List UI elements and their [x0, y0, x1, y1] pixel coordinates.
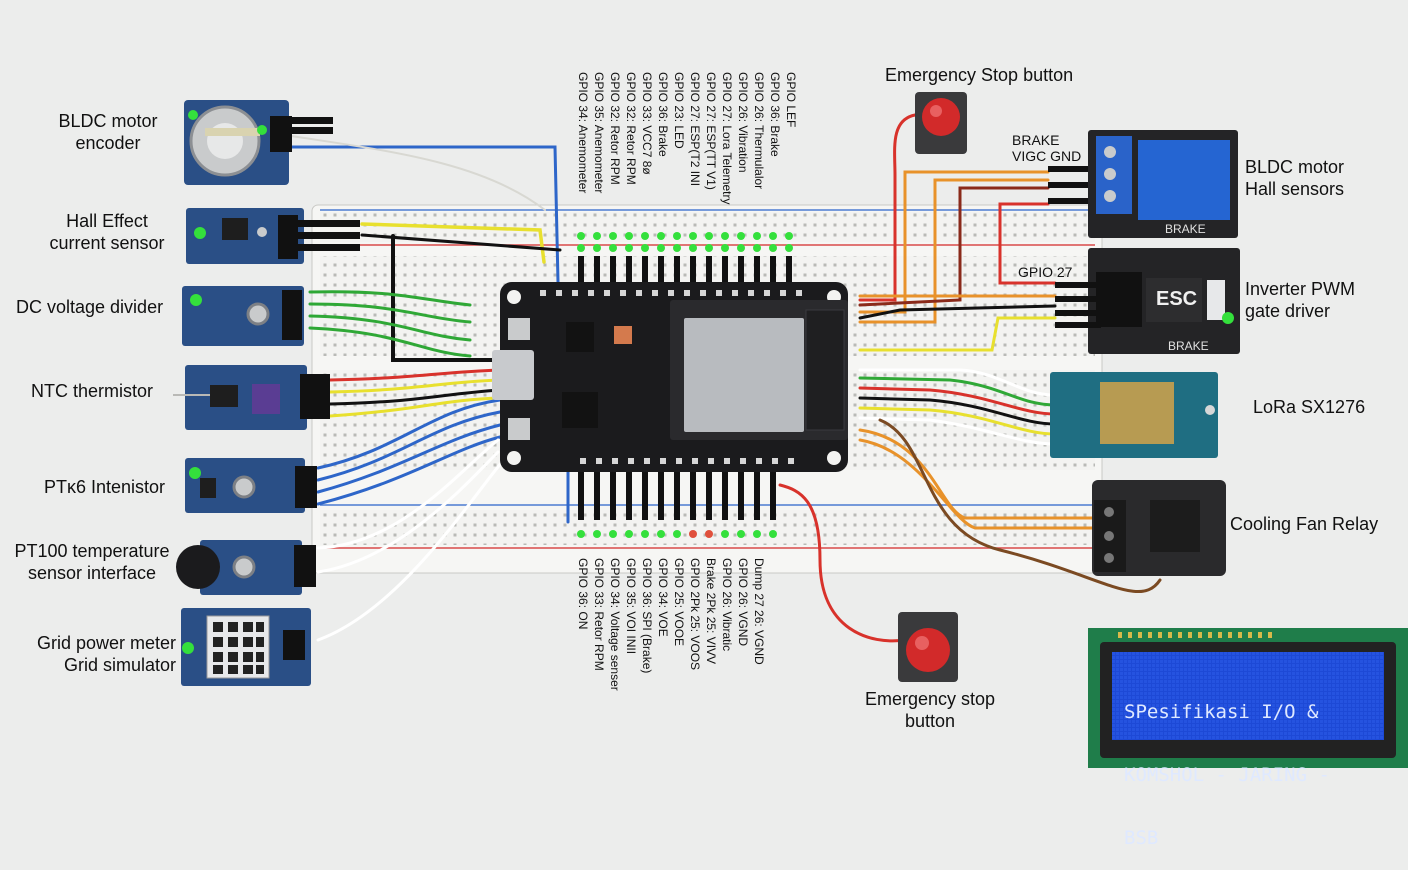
- bottom-pin-label: GPIO 36: SPI (Brake): [640, 558, 654, 674]
- driver-header: GPIO 27: [1018, 264, 1073, 280]
- driver-footer: BRAKE: [1168, 339, 1209, 353]
- label-emergency-stop-top: Emergency Stop button: [885, 65, 1074, 85]
- top-pin-label: GPIO 36: Brake: [768, 72, 782, 157]
- bottom-pin-label: GPIO 35: VOI INII: [624, 558, 638, 655]
- label-grid-power-meter: Grid power meter Grid simulator: [36, 633, 176, 675]
- esc-driver-module: [1055, 248, 1240, 354]
- top-pin-label: GPIO 26: Thermulalor: [752, 72, 766, 190]
- bottom-pin-label: GPIO 34: VOE: [656, 558, 670, 637]
- lcd-line: BSB: [1124, 827, 1159, 849]
- relay-header-brake: BRAKE: [1012, 132, 1060, 148]
- label-pt100-interface: PT100 temperature sensor interface: [14, 541, 170, 583]
- top-pin-label: GPIO 27: Lora Telemetry: [720, 72, 734, 205]
- esp32-board: [492, 282, 848, 472]
- top-pin-label: GPIO LEF: [784, 72, 798, 128]
- top-pin-label: GPIO 27: ESP(TT V1): [704, 72, 718, 190]
- emergency-stop-button-bottom: [898, 612, 958, 682]
- top-pin-headers: [578, 256, 792, 282]
- label-bldc-hall-sensors: BLDC motor Hall sensors: [1245, 157, 1345, 199]
- relay-module: [1048, 130, 1238, 238]
- label-dc-voltage-divider: DC voltage divider: [16, 297, 164, 317]
- lcd-line: KOMSHOL - JARING -: [1124, 764, 1330, 786]
- lcd-screen-text: SPesifikasi I/O & KOMSHOL - JARING - BSB: [1124, 660, 1384, 870]
- lcd-display: [1088, 628, 1408, 768]
- bottom-pin-label: GPIO 33: Retor RPM: [592, 558, 606, 671]
- cooling-fan-relay: [1092, 480, 1226, 576]
- dc-voltage-divider-module: [182, 286, 304, 346]
- label-pt-intenistor: PTĸ6 Intenistor: [44, 477, 166, 497]
- top-pin-label: GPIO 27: ESP(T2 INI: [688, 72, 702, 187]
- wiring-diagram: BLDC motor encoder Hall Effect current s…: [14, 65, 1408, 849]
- bottom-status-leds: [577, 530, 777, 538]
- esc-label: ESC: [1156, 288, 1198, 310]
- bottom-pin-label: GPIO 34: Voltage senser: [608, 558, 622, 691]
- grid-power-meter-module: [181, 608, 311, 686]
- relay-header-vigc-gnd: VIGC GND: [1012, 148, 1082, 164]
- right-wires: [858, 113, 1162, 594]
- relay-footer: BRAKE: [1165, 222, 1206, 236]
- hall-current-sensor-module: [186, 208, 360, 264]
- bottom-pin-label: GPIO 36: ON: [576, 558, 590, 630]
- top-pin-label: GPIO 32: Retor RPM: [608, 72, 622, 185]
- bottom-pin-headers: [578, 472, 776, 520]
- label-inverter-pwm: Inverter PWM gate driver: [1245, 279, 1356, 321]
- label-ntc-thermistor: NTC thermistor: [31, 381, 154, 401]
- bldc-encoder-module: [184, 100, 333, 185]
- top-status-leds: [577, 232, 793, 252]
- bottom-pin-label: Dump 27 26: VGND: [752, 558, 766, 665]
- label-cooling-fan-relay: Cooling Fan Relay: [1230, 514, 1379, 534]
- bottom-pin-label: GPIO 26: VGND: [736, 558, 750, 647]
- top-pin-label: GPIO 36: Brake: [656, 72, 670, 157]
- bottom-pin-label: GPIO 2Pk 25: VOOS: [688, 558, 702, 671]
- top-pin-label: GPIO 33: VCC7 8ø: [640, 72, 654, 175]
- top-pin-label: GPIO 32: Retor RPM: [624, 72, 638, 185]
- top-pin-label: GPIO 23: LED: [672, 72, 686, 149]
- bottom-pin-label: Brake 2Pk 25: VIVV: [704, 558, 718, 665]
- top-pin-label: GPIO 35: Anemometer: [592, 72, 606, 194]
- ntc-thermistor-module: [173, 365, 330, 430]
- left-wires: [283, 134, 907, 643]
- lcd-line: SPesifikasi I/O &: [1124, 701, 1319, 723]
- lora-module: [1050, 372, 1218, 458]
- bottom-pin-label: GPIO 26: Vibratic: [720, 558, 734, 652]
- emergency-stop-button-top: [915, 92, 967, 154]
- pt-intenistor-module: [185, 458, 317, 513]
- label-emergency-stop-bottom: Emergency stop button: [864, 689, 996, 731]
- label-lora: LoRa SX1276: [1253, 397, 1366, 417]
- pt100-interface-module: [176, 540, 316, 595]
- label-bldc-encoder: BLDC motor encoder: [58, 111, 158, 153]
- top-pin-label: GPIO 26: Vibration: [736, 72, 750, 173]
- top-pin-label: GPIO 34: Anemometer: [576, 72, 590, 194]
- bottom-pin-label: GPIO 25: VOOE: [672, 558, 686, 647]
- label-hall-current-sensor: Hall Effect current sensor: [49, 211, 165, 253]
